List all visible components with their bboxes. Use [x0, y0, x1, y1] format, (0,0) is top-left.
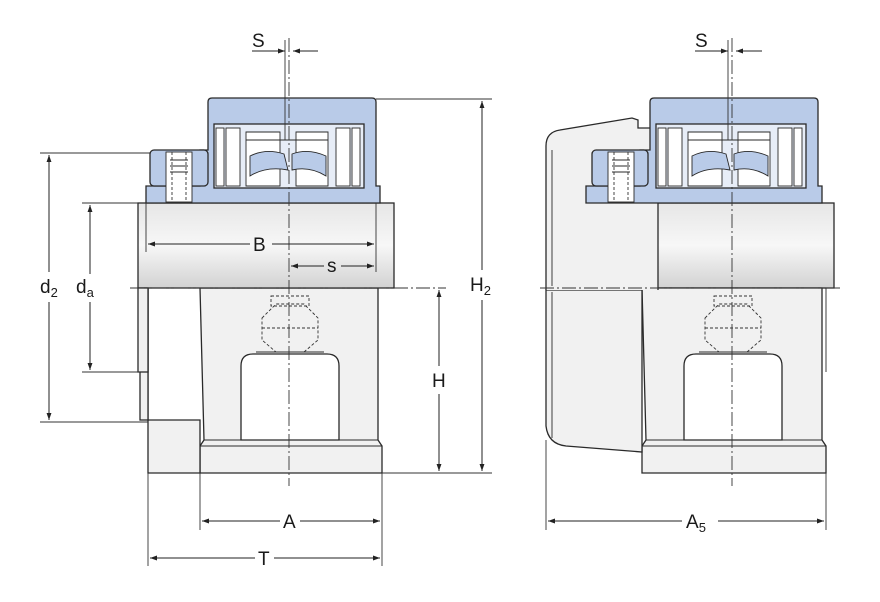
- t-label: T: [258, 549, 270, 570]
- da-dimension: da: [76, 202, 140, 373]
- s-label-right: S: [695, 31, 708, 52]
- b-dimension: B: [145, 203, 377, 272]
- right-view: S A5: [540, 31, 840, 535]
- h-dimension: H: [432, 290, 446, 471]
- d2-dimension: d2: [40, 152, 150, 423]
- s-lower-label: s: [327, 256, 337, 277]
- left-collar: [149, 149, 209, 203]
- t-dimension: T: [147, 473, 380, 570]
- a-dimension: A: [199, 473, 383, 566]
- s-lower-dimension: s: [291, 256, 374, 277]
- a-label: A: [283, 512, 296, 533]
- left-s-dimension: S: [252, 31, 318, 140]
- left-view: S B s d2 da: [40, 31, 492, 570]
- a5-dimension: A5: [545, 440, 827, 535]
- s-label-left: S: [252, 31, 265, 52]
- b-label: B: [253, 235, 266, 256]
- da-label: da: [76, 277, 95, 300]
- d2-label: d2: [40, 277, 58, 300]
- left-end-cover: [139, 287, 201, 474]
- left-housing: [199, 287, 383, 474]
- left-nut: [256, 295, 324, 353]
- right-collar: [591, 149, 649, 203]
- right-s-dimension: S: [695, 31, 762, 140]
- h-label: H: [432, 371, 446, 392]
- right-nut: [699, 295, 767, 353]
- h2-label: H2: [470, 275, 491, 298]
- right-housing: [641, 287, 827, 474]
- h2-dimension: H2: [376, 98, 492, 474]
- a5-label: A5: [686, 512, 706, 535]
